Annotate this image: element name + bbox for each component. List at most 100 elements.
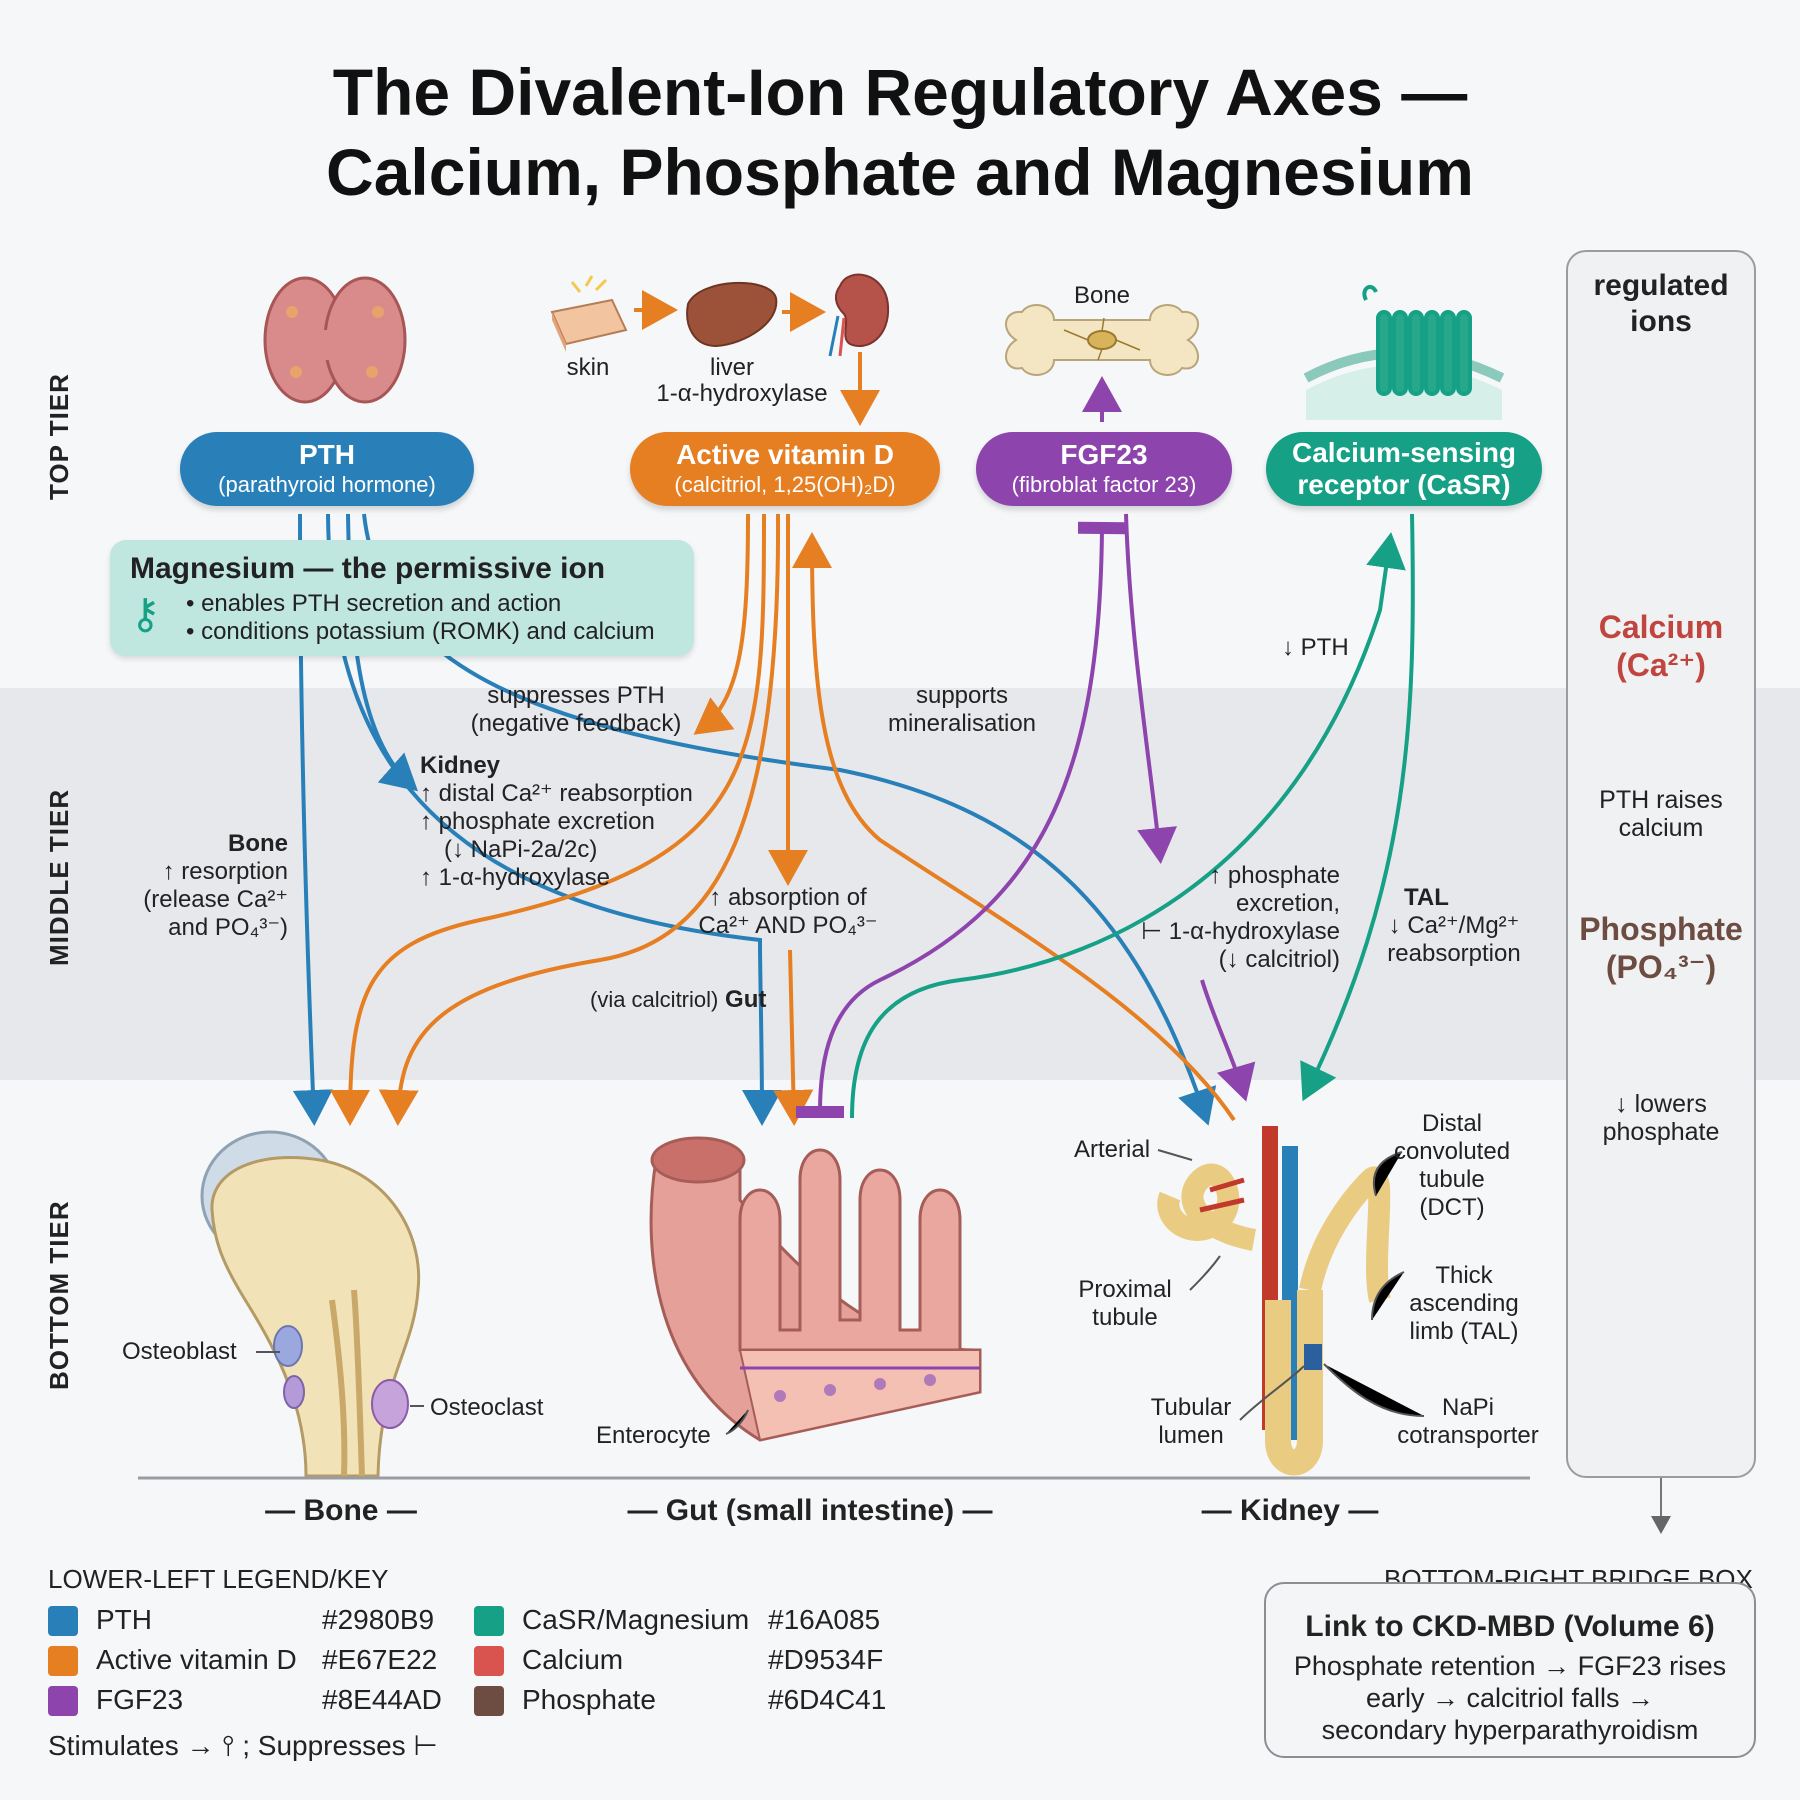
legend-label: CaSR/Magnesium	[522, 1604, 750, 1635]
supports-line-2: mineralisation	[887, 710, 1037, 737]
dct-line-2: convoluted	[1393, 1138, 1511, 1165]
arterial-label: Arterial	[1074, 1136, 1151, 1163]
bridge-text: Phosphate retention → FGF23 rises early …	[1266, 1650, 1754, 1746]
legend-swatch	[474, 1606, 504, 1636]
fgf23-effect-1: ↑ phosphate	[1209, 862, 1340, 889]
lumen-line-2: lumen	[1158, 1422, 1224, 1449]
thick-line-2: ascending	[1409, 1290, 1519, 1317]
bridge-title: Link to CKD-MBD (Volume 6)	[1305, 1610, 1715, 1643]
kidney-effect-3: (↓ NaPi-2a/2c)	[444, 836, 598, 863]
via-calcitriol-text: (via calcitriol)	[590, 987, 719, 1012]
kidney-icon	[828, 273, 890, 357]
legend-hex: #D9534F	[768, 1644, 884, 1675]
tal-effects-label: TAL ↓ Ca²⁺/Mg²⁺ reabsorption	[1376, 884, 1532, 968]
dct-label: Distal convoluted tubule (DCT)	[1372, 1110, 1532, 1222]
tubular-lumen-label: Tubular lumen	[1130, 1394, 1252, 1450]
liver-label: liver	[709, 354, 754, 381]
fgf23-node-sub: (fibroblat factor 23)	[1011, 472, 1197, 497]
key-icon: ⚷	[130, 590, 161, 637]
tal-effect-1: ↓ Ca²⁺/Mg²⁺	[1388, 912, 1520, 939]
bone-osteocyte-icon	[1005, 304, 1199, 376]
thick-line-3: limb (TAL)	[1409, 1318, 1519, 1345]
legend-swatch	[474, 1686, 504, 1716]
fgf23-effect-3: ⊢ 1-α-hydroxylase	[1141, 918, 1340, 945]
phosphate-note: ↓ lowers phosphate	[1566, 1090, 1756, 1146]
magnesium-box: Magnesium — the permissive ion ⚷ • enabl…	[110, 540, 694, 656]
legend-hex: #E67E22	[322, 1644, 438, 1675]
bone-effect-3: and PO₄³⁻)	[168, 914, 288, 941]
gut-text: Gut	[725, 986, 767, 1013]
fgf23-node-title: FGF23	[1060, 439, 1148, 470]
magnesium-item-1: • enables PTH secretion and action	[186, 590, 562, 617]
dct-line-4: (DCT)	[1419, 1194, 1485, 1221]
napi-label: NaPi cotransporter	[1382, 1394, 1554, 1450]
fgf23-effect-2: excretion,	[1235, 890, 1340, 917]
suppresses-pth-label: suppresses PTH (negative feedback)	[458, 682, 694, 738]
title-line-1: The Divalent-Ion Regulatory Axes —	[332, 55, 1468, 129]
thick-line-1: Thick	[1435, 1262, 1493, 1289]
bone-effects-label: Bone ↑ resorption (release Ca²⁺ and PO₄³…	[126, 830, 288, 942]
pth-node-title: PTH	[299, 439, 355, 470]
tal-effect-2: reabsorption	[1387, 940, 1521, 967]
phosphate-note-1: ↓ lowers	[1615, 1090, 1707, 1118]
fgf23-node: FGF23 (fibroblat factor 23)	[976, 432, 1232, 506]
tal-effects-title: TAL	[1404, 884, 1449, 911]
legend-note: Stimulates → ⫯ ; Suppresses ⊢	[48, 1730, 438, 1761]
casr-node: Calcium-sensing receptor (CaSR)	[1266, 432, 1542, 506]
organ-gut-label: — Gut (small intestine) —	[627, 1494, 993, 1527]
supports-mineralisation-label: supports mineralisation	[866, 682, 1058, 738]
vitamin-d-node: Active vitamin D (calcitriol, 1,25(OH)₂D…	[630, 432, 940, 506]
fgf23-effect-4: (↓ calcitriol)	[1218, 946, 1340, 973]
skin-label: skin	[566, 354, 610, 381]
legend-header: LOWER-LEFT LEGEND/KEY	[48, 1564, 389, 1594]
suppresses-line-2: (negative feedback)	[470, 710, 682, 737]
magnesium-title: Magnesium — the permissive ion	[130, 552, 606, 585]
phosphate-note-2: phosphate	[1602, 1118, 1720, 1146]
bone-effect-1: ↑ resorption	[162, 858, 288, 885]
legend-label: Active vitamin D	[96, 1644, 297, 1675]
liver-icon	[686, 282, 778, 348]
vitamin-d-node-title: Active vitamin D	[676, 439, 894, 470]
ckd-mbd-bridge-box: Link to CKD-MBD (Volume 6) Phosphate ret…	[1264, 1582, 1756, 1758]
page-title: The Divalent-Ion Regulatory Axes — Calci…	[0, 52, 1800, 212]
proximal-line-1: Proximal	[1078, 1276, 1172, 1303]
parathyroid-gland-icon	[263, 276, 407, 404]
lumen-line-1: Tubular	[1150, 1394, 1232, 1421]
kidney-effects-title: Kidney	[420, 752, 501, 779]
legend-hex: #2980B9	[322, 1604, 435, 1635]
fgf23-effects-label: ↑ phosphate excretion, ⊢ 1-α-hydroxylase…	[1112, 862, 1340, 974]
legend-hex: #6D4C41	[768, 1684, 887, 1715]
casr-node-title-2: receptor (CaSR)	[1297, 469, 1511, 500]
skin-icon	[550, 275, 628, 352]
down-pth-label: ↓ PTH	[1282, 634, 1349, 661]
calcium-note-2: calcium	[1618, 814, 1704, 842]
legend-swatch	[474, 1646, 504, 1676]
via-calcitriol-gut-label: (via calcitriol) Gut	[590, 986, 766, 1014]
calcium-ion-label: Calcium (Ca²⁺)	[1566, 608, 1756, 684]
legend-swatch	[48, 1606, 78, 1636]
calcium-note-1: PTH raises	[1599, 786, 1723, 814]
ions-header: regulated ions	[1566, 268, 1756, 340]
ions-header-1: regulated	[1593, 269, 1729, 302]
femur-icon	[200, 1130, 421, 1478]
suppresses-line-1: suppresses PTH	[487, 682, 665, 709]
hydroxylase-label: 1-α-hydroxylase	[656, 380, 828, 407]
magnesium-item-2: • conditions potassium (ROMK) and calciu…	[186, 618, 655, 645]
napi-line-2: cotransporter	[1397, 1422, 1539, 1449]
ions-header-2: ions	[1630, 305, 1692, 338]
kidney-effect-4: ↑ 1-α-hydroxylase	[420, 864, 610, 891]
bridge-line-3: secondary hyperparathyroidism	[1321, 1715, 1699, 1745]
legend-swatch	[48, 1686, 78, 1716]
supports-line-1: supports	[915, 682, 1009, 709]
absorption-line-1: ↑ absorption of	[709, 884, 867, 911]
proximal-tubule-label: Proximal tubule	[1064, 1276, 1186, 1332]
regulated-ions-panel	[1566, 250, 1756, 1478]
organ-kidney-label: — Kidney —	[1201, 1494, 1379, 1527]
legend-swatch	[48, 1646, 78, 1676]
phosphate-line-1: Phosphate	[1579, 911, 1743, 947]
pth-node: PTH (parathyroid hormone)	[180, 432, 474, 506]
pth-node-sub: (parathyroid hormone)	[218, 472, 436, 497]
osteoblast-label: Osteoblast	[122, 1338, 237, 1365]
kidney-effect-1: ↑ distal Ca²⁺ reabsorption	[420, 780, 693, 807]
